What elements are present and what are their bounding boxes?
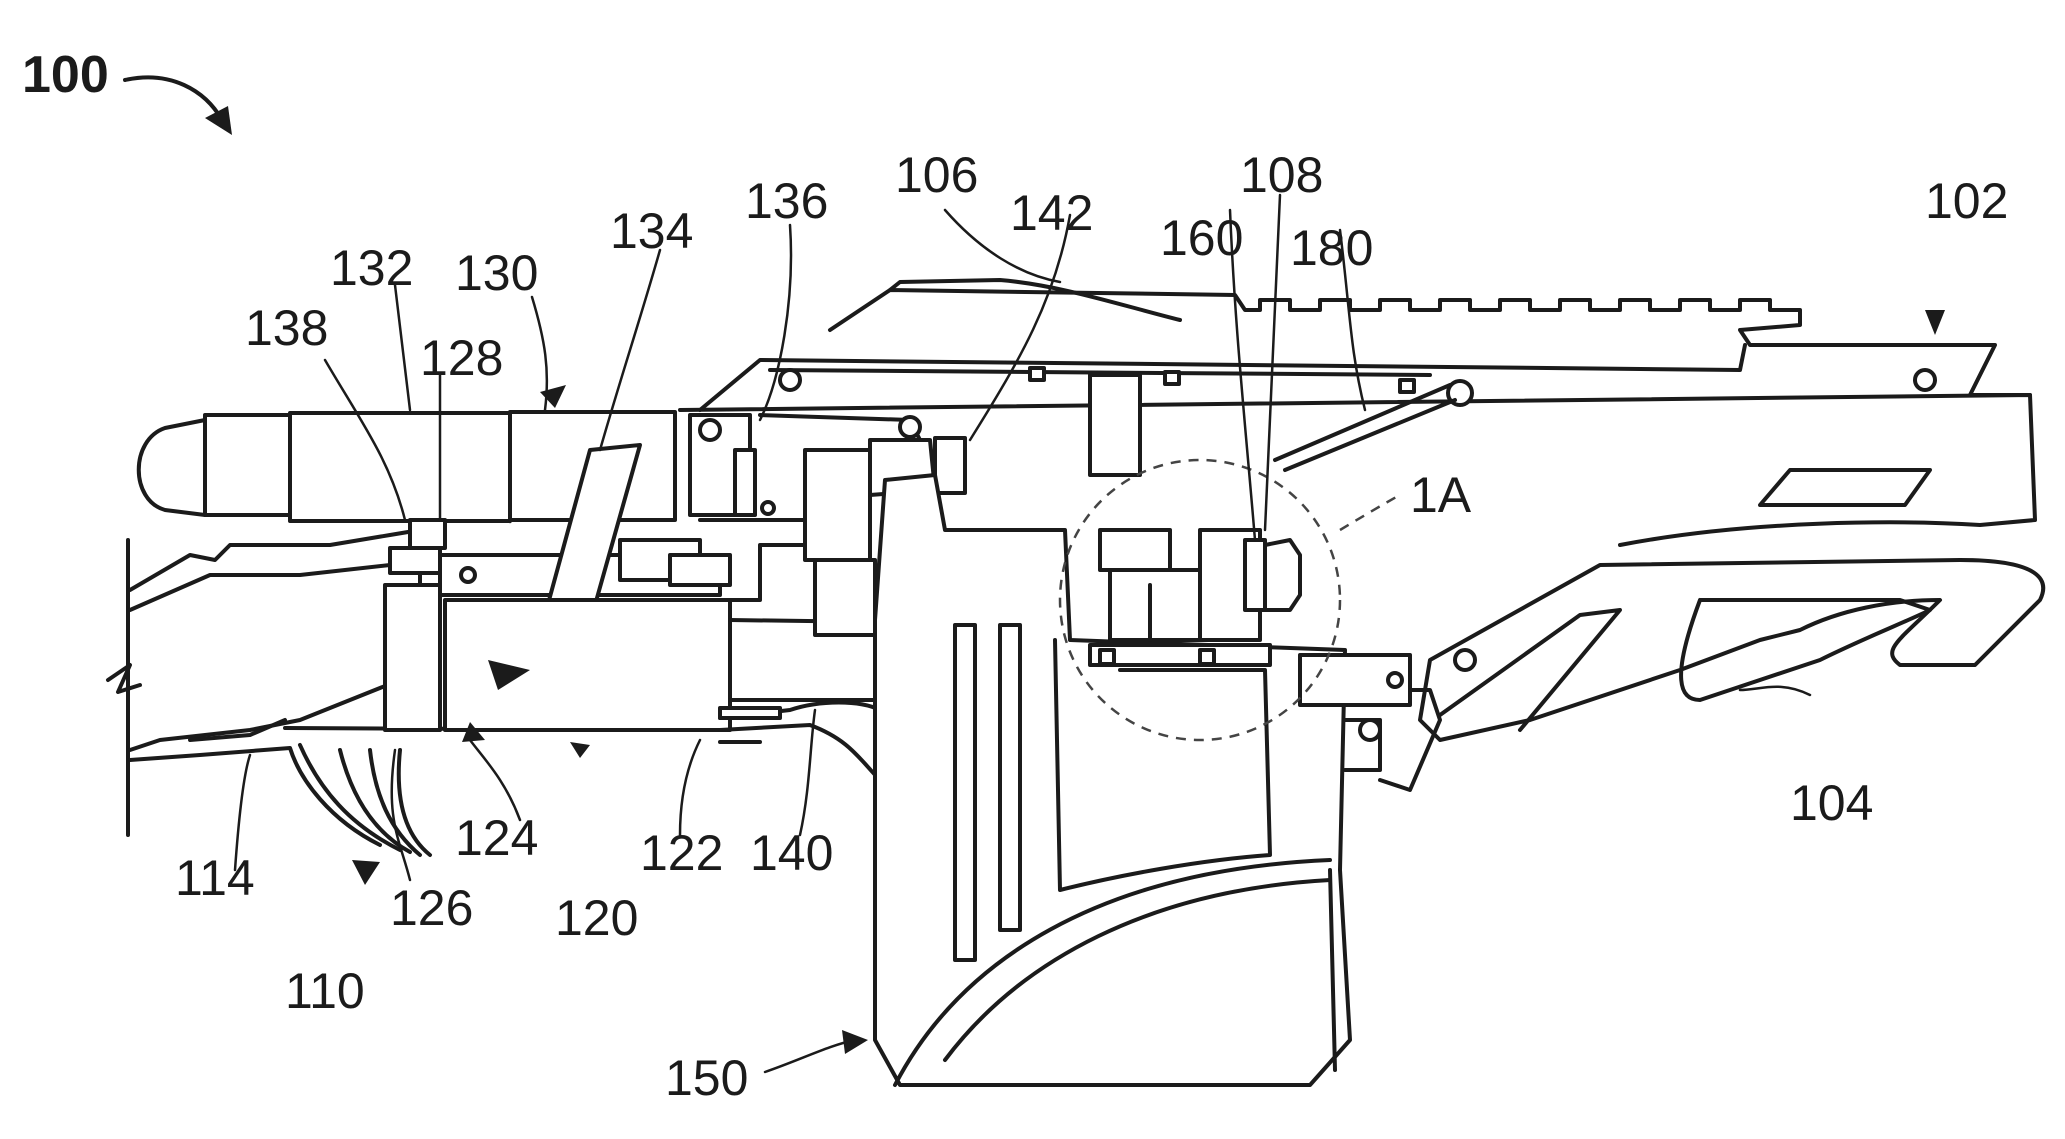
- label-108: 108: [1240, 147, 1323, 203]
- label-106: 106: [895, 147, 978, 203]
- label-114: 114: [175, 850, 255, 906]
- label-142: 142: [1010, 185, 1093, 241]
- label-122: 122: [640, 825, 723, 881]
- label-150: 150: [665, 1050, 748, 1106]
- detail-mechanism: [1090, 375, 1300, 665]
- label-130: 130: [455, 245, 538, 301]
- label-136: 136: [745, 173, 828, 229]
- label-120: 120: [555, 890, 638, 946]
- detail-leader: [1340, 495, 1400, 530]
- stock-grip: [1420, 560, 2043, 740]
- label-134: 134: [610, 203, 693, 259]
- label-104: 104: [1790, 775, 1873, 831]
- label-140: 140: [750, 825, 833, 881]
- label-138: 138: [245, 300, 328, 356]
- label-124: 124: [455, 810, 538, 866]
- label-160: 160: [1160, 210, 1243, 266]
- label-126: 126: [390, 880, 473, 936]
- label-102: 102: [1925, 173, 2008, 229]
- label-128: 128: [420, 330, 503, 386]
- label-132: 132: [330, 240, 413, 296]
- label-180: 180: [1290, 220, 1373, 276]
- label-1A: 1A: [1410, 467, 1472, 523]
- label-110: 110: [285, 963, 365, 1019]
- main-reference-arrow: [125, 77, 232, 135]
- label-100: 100: [22, 46, 109, 104]
